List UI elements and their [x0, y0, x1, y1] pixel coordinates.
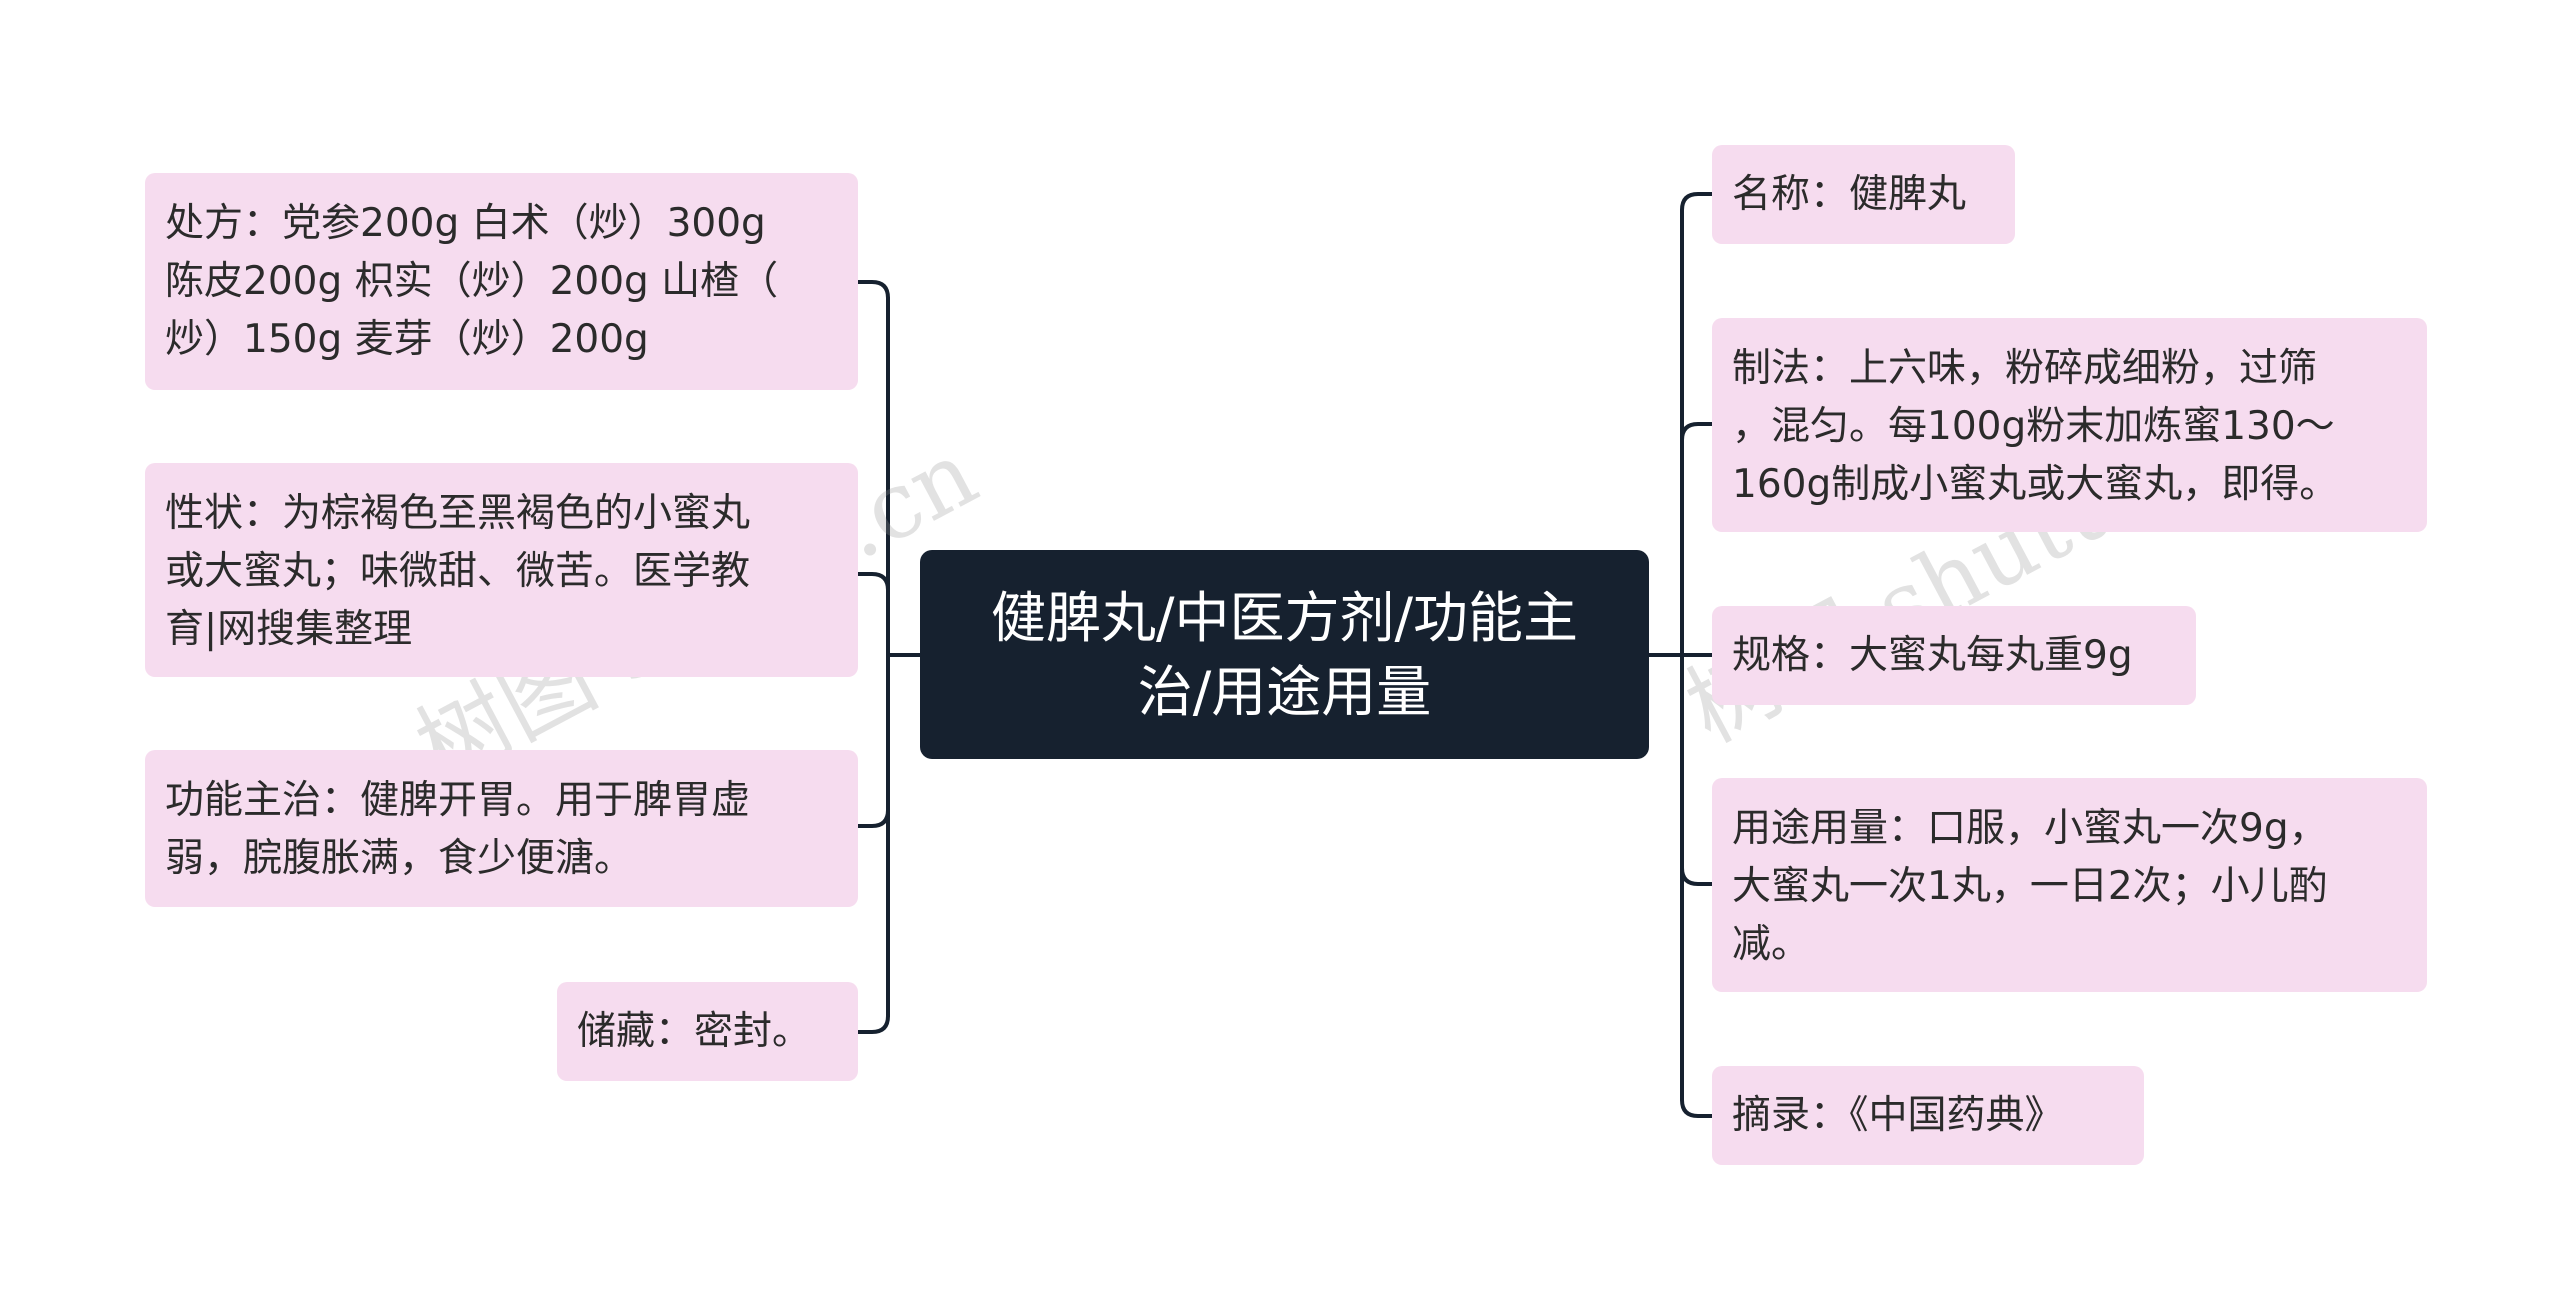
node-excerpt[interactable]: 摘录：《中国药典》	[1712, 1066, 2144, 1165]
node-text-line: 性状：为棕褐色至黑褐色的小蜜丸	[165, 491, 751, 536]
connector-left-1	[856, 280, 890, 300]
node-text-line: 规格：大蜜丸每丸重9g	[1732, 632, 2133, 678]
connector-right-4	[1680, 866, 1714, 886]
node-usage-dosage[interactable]: 用途用量：口服，小蜜丸一次9g， 大蜜丸一次1丸，一日2次；小儿酌 减。	[1712, 778, 2427, 992]
node-properties[interactable]: 性状：为棕褐色至黑褐色的小蜜丸 或大蜜丸；味微甜、微苦。医学教 育|网搜集整理	[145, 463, 858, 677]
node-text-line: 育|网搜集整理	[165, 607, 413, 652]
node-prescription[interactable]: 处方：党参200g 白术（炒）300g 陈皮200g 枳实（炒）200g 山楂（…	[145, 173, 858, 390]
node-text-line: 或大蜜丸；味微甜、微苦。医学教	[165, 549, 751, 594]
node-text-line: 减。	[1732, 922, 1811, 967]
connector-right-5	[1680, 1098, 1714, 1118]
node-indications[interactable]: 功能主治：健脾开胃。用于脾胃虚 弱，脘腹胀满，食少便溏。	[145, 750, 858, 907]
node-text-line: ，混匀。每100g粉末加炼蜜130～	[1732, 404, 2335, 449]
connector-left-3	[856, 808, 890, 828]
central-topic[interactable]: 健脾丸/中医方剂/功能主 治/用途用量	[920, 550, 1649, 759]
node-text-line: 名称：健脾丸	[1732, 171, 1967, 217]
node-text-line: 大蜜丸一次1丸，一日2次；小儿酌	[1732, 864, 2328, 909]
node-text-line: 弱，脘腹胀满，食少便溏。	[165, 836, 634, 881]
node-text-line: 处方：党参200g 白术（炒）300g	[165, 201, 766, 246]
node-name[interactable]: 名称：健脾丸	[1712, 145, 2015, 244]
connector-left-2	[856, 572, 890, 592]
node-preparation[interactable]: 制法：上六味，粉碎成细粉，过筛 ，混匀。每100g粉末加炼蜜130～ 160g制…	[1712, 318, 2427, 532]
central-topic-line: 治/用途用量	[1137, 659, 1432, 724]
node-text-line: 160g制成小蜜丸或大蜜丸，即得。	[1732, 462, 2339, 507]
connector-right-2	[1680, 422, 1714, 442]
connector-right-1	[1680, 192, 1714, 212]
connector-left-4	[856, 1014, 890, 1034]
central-topic-line: 健脾丸/中医方剂/功能主	[990, 585, 1579, 650]
node-storage[interactable]: 储藏：密封。	[557, 982, 858, 1081]
node-text-line: 陈皮200g 枳实（炒）200g 山楂（	[165, 259, 779, 304]
node-text-line: 炒）150g 麦芽（炒）200g	[165, 317, 649, 362]
node-text-line: 功能主治：健脾开胃。用于脾胃虚	[165, 778, 751, 823]
node-specification[interactable]: 规格：大蜜丸每丸重9g	[1712, 606, 2196, 705]
node-text-line: 制法：上六味，粉碎成细粉，过筛	[1732, 346, 2318, 391]
node-text-line: 用途用量：口服，小蜜丸一次9g，	[1732, 806, 2328, 851]
node-text-line: 摘录：《中国药典》	[1732, 1092, 2064, 1138]
node-text-line: 储藏：密封。	[577, 1008, 812, 1054]
